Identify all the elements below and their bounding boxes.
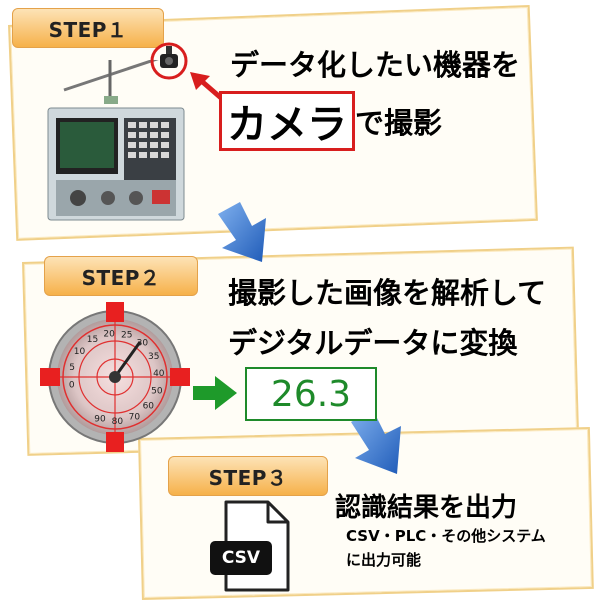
step1-badge: STEP１ — [12, 8, 164, 48]
camera-icon — [150, 42, 188, 80]
reading-value: 26.3 — [270, 373, 352, 415]
csv-label: CSV — [210, 541, 272, 575]
gauge-tick-label: 0 — [69, 381, 75, 391]
gauge-tick-label: 25 — [121, 331, 132, 341]
gauge-tick-label: 50 — [151, 386, 163, 396]
green-arrow-icon — [193, 376, 237, 410]
step3-description-line2: に出力可能 — [346, 551, 422, 569]
gauge-tick-label: 15 — [87, 335, 98, 345]
step3-title: 認識結果を出力 — [335, 493, 518, 523]
gauge-tick-label: 20 — [103, 329, 115, 339]
gauge-tick-label: 40 — [153, 369, 165, 379]
step3-badge: STEP３ — [168, 456, 328, 496]
gauge-tick-label: 90 — [94, 414, 106, 424]
step1-description: データ化したい機器を — [230, 48, 521, 82]
step2-description-line1: 撮影した画像を解析して — [228, 276, 547, 310]
blue-arrow-icon — [351, 410, 401, 474]
camera-highlight-box: カメラ — [219, 91, 355, 151]
gauge-tick-label: 30 — [137, 339, 149, 349]
machine-panel-icon — [47, 60, 185, 221]
camera-word: カメラ — [227, 102, 347, 148]
gauge-tick-label: 80 — [112, 417, 124, 427]
gauge-tick-label: 5 — [69, 363, 75, 373]
step3-description-line1: CSV・PLC・その他システム — [346, 527, 546, 545]
step2-description-line2: デジタルデータに変換 — [228, 326, 518, 360]
gauge-tick-label: 60 — [143, 402, 155, 412]
blue-arrow-icon — [218, 202, 266, 262]
step2-badge: STEP２ — [44, 256, 198, 296]
reading-display: 26.3 — [245, 367, 377, 421]
gauge-tick-label: 35 — [148, 352, 159, 362]
gauge-tick-label: 10 — [74, 347, 86, 357]
gauge-tick-label: 70 — [129, 413, 141, 423]
step1-suffix: で撮影 — [355, 106, 443, 140]
